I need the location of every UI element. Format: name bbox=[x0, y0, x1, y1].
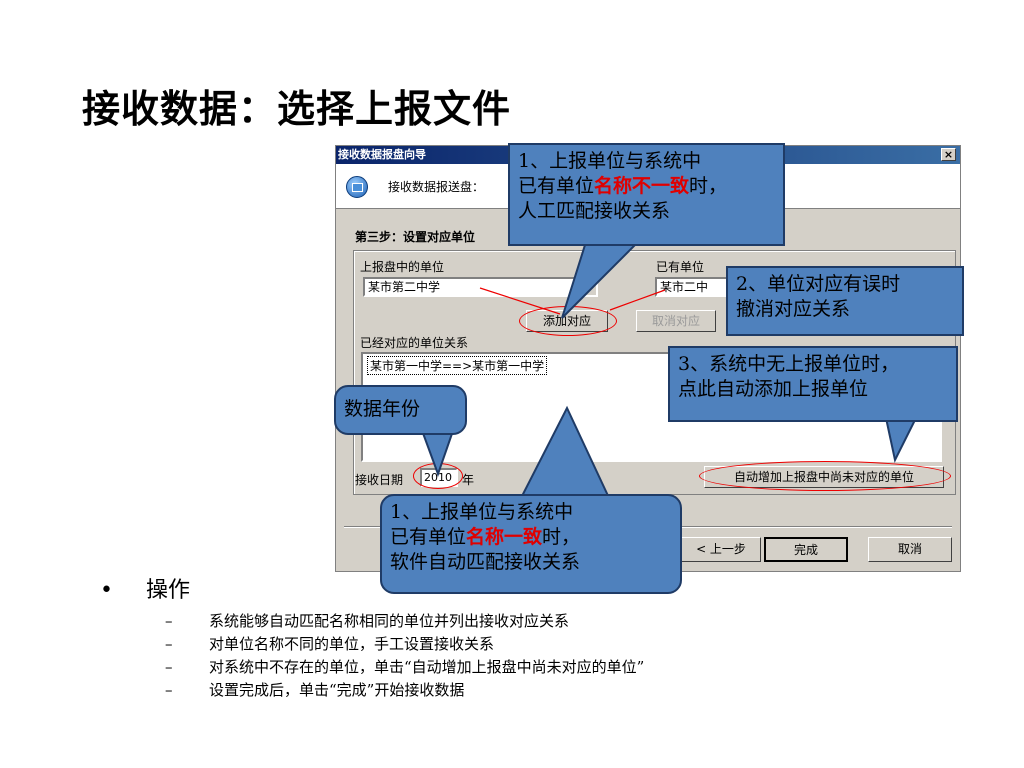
finish-button[interactable]: 完成 bbox=[764, 537, 848, 562]
bullet-operations: • 操作 bbox=[100, 572, 190, 604]
reported-units-label: 上报盘中的单位 bbox=[360, 260, 445, 274]
callout-line: 人工匹配接收关系 bbox=[518, 200, 671, 222]
step-title: 第三步：设置对应单位 bbox=[355, 230, 476, 244]
bullet-text: 操作 bbox=[146, 578, 191, 603]
list-item: –对单位名称不同的单位，手工设置接收关系 bbox=[165, 635, 495, 653]
mapped-relations-label: 已经对应的单位关系 bbox=[360, 336, 469, 350]
callout-wrong-mapping: 2、单位对应有误时 撤消对应关系 bbox=[726, 266, 964, 336]
auto-add-highlight bbox=[699, 461, 951, 491]
list-item: –设置完成后，单击“完成”开始接收数据 bbox=[165, 681, 465, 699]
disk-icon bbox=[346, 176, 368, 198]
slide-title: 接收数据：选择上报文件 bbox=[82, 86, 512, 131]
chevron-down-icon[interactable]: ▼ bbox=[580, 279, 596, 295]
callout-line: 撤消对应关系 bbox=[736, 298, 851, 320]
bullet-marker: • bbox=[100, 578, 113, 603]
existing-unit-value: 某市二中 bbox=[660, 280, 709, 294]
list-item: –系统能够自动匹配名称相同的单位并列出接收对应关系 bbox=[165, 612, 570, 630]
callout-line: 点此自动添加上报单位 bbox=[678, 378, 869, 400]
callout-line: 已有单位名称一致时， bbox=[390, 526, 581, 548]
year-highlight bbox=[413, 463, 463, 489]
receive-date-label: 接收日期 bbox=[355, 473, 404, 487]
cancel-mapping-button[interactable]: 取消对应 bbox=[636, 310, 716, 332]
callout-line: 已有单位名称不一致时， bbox=[518, 175, 728, 197]
year-unit-label: 年 bbox=[462, 473, 475, 487]
callout-line: 软件自动匹配接收关系 bbox=[390, 551, 581, 573]
list-item: –对系统中不存在的单位，单击“自动增加上报盘中尚未对应的单位” bbox=[165, 658, 645, 676]
existing-units-label: 已有单位 bbox=[656, 260, 705, 274]
cancel-button[interactable]: 取消 bbox=[868, 537, 952, 562]
header-text: 接收数据报送盘： bbox=[388, 180, 485, 194]
close-button[interactable]: × bbox=[941, 148, 956, 161]
callout-line: 1、上报单位与系统中 bbox=[390, 501, 574, 523]
reported-unit-value: 某市第二中学 bbox=[368, 280, 441, 294]
callout-line: 1、上报单位与系统中 bbox=[518, 150, 702, 172]
callout-name-match: 1、上报单位与系统中 已有单位名称一致时， 软件自动匹配接收关系 bbox=[380, 494, 682, 594]
callout-line: 3、系统中无上报单位时， bbox=[678, 353, 900, 375]
dialog-title: 接收数据报盘向导 bbox=[338, 148, 426, 161]
callout-name-mismatch: 1、上报单位与系统中 已有单位名称不一致时， 人工匹配接收关系 bbox=[508, 143, 785, 246]
existing-unit-select[interactable]: 某市二中 bbox=[655, 277, 735, 297]
sub-bullet-list: –系统能够自动匹配名称相同的单位并列出接收对应关系 –对单位名称不同的单位，手工… bbox=[165, 610, 644, 702]
add-mapping-highlight bbox=[519, 306, 617, 336]
callout-line: 2、单位对应有误时 bbox=[736, 273, 901, 295]
reported-unit-select[interactable]: 某市第二中学 ▼ bbox=[363, 277, 598, 297]
prev-button[interactable]: < 上一步 bbox=[681, 537, 761, 562]
list-item[interactable]: 某市第一中学==>某市第一中学 bbox=[367, 356, 548, 375]
callout-data-year: 数据年份 bbox=[334, 385, 467, 435]
callout-auto-add: 3、系统中无上报单位时， 点此自动添加上报单位 bbox=[668, 346, 958, 422]
